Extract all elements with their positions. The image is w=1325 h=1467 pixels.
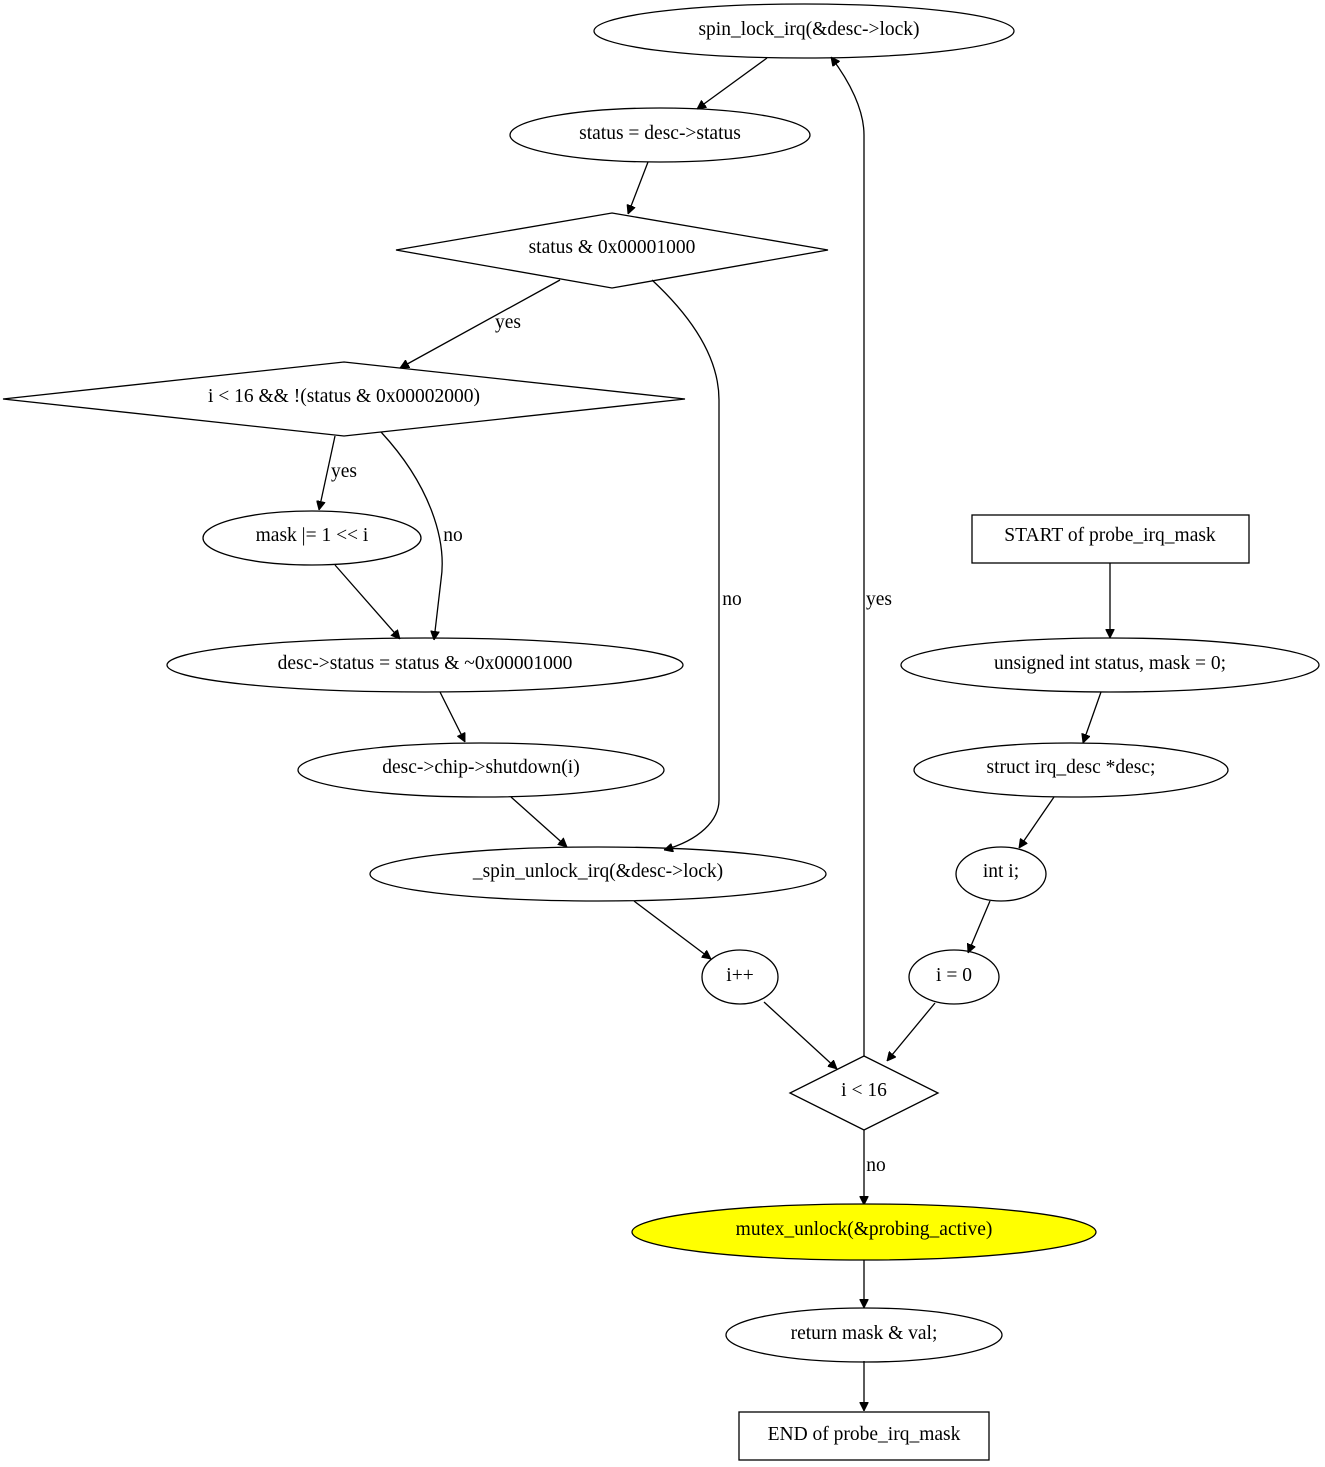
node-loop-cond-label: i < 16 && !(status & 0x00002000) [208, 386, 480, 407]
node-cond-i: i < 16 [788, 1055, 940, 1131]
edge-loopcond-yes [319, 435, 336, 510]
node-spin-lock-label: spin_lock_irq(&desc->lock) [698, 19, 919, 40]
edge-int-to-init [968, 900, 991, 953]
edge-cond-yes [831, 57, 865, 1056]
edge-label-cond-yes: yes [866, 589, 892, 610]
node-decl-i: int i; [955, 846, 1047, 902]
edge-desc-to-int [1019, 796, 1055, 848]
edge-loopcond-no [380, 431, 443, 640]
edge-check-no [651, 279, 720, 850]
node-spin-unlock-label: _spin_unlock_irq(&desc->lock) [472, 861, 723, 882]
edge-spinlock-to-status [697, 57, 768, 109]
node-init-i-label: i = 0 [936, 965, 972, 986]
node-init-i: i = 0 [908, 949, 1000, 1005]
node-end-label: END of probe_irq_mask [768, 1424, 961, 1445]
node-status-clear: desc->status = status & ~0x00001000 [166, 637, 684, 693]
edge-inc-to-cond [763, 1001, 837, 1069]
node-mutex-unlock-label: mutex_unlock(&probing_active) [736, 1219, 993, 1240]
edge-init-to-cond [887, 1002, 936, 1061]
node-shutdown-label: desc->chip->shutdown(i) [382, 757, 579, 778]
edge-label-check-no: no [722, 589, 742, 610]
node-status-assign: status = desc->status [509, 107, 811, 163]
node-mutex-unlock: mutex_unlock(&probing_active) [631, 1203, 1097, 1261]
node-return: return mask & val; [725, 1307, 1003, 1363]
node-mask-or: mask |= 1 << i [202, 510, 422, 566]
node-status-assign-label: status = desc->status [579, 123, 741, 144]
node-end: END of probe_irq_mask [738, 1411, 990, 1461]
node-decl-status: unsigned int status, mask = 0; [900, 637, 1320, 693]
node-cond-i-label: i < 16 [841, 1080, 887, 1101]
edge-label-check-yes: yes [495, 312, 521, 333]
node-mask-or-label: mask |= 1 << i [256, 525, 369, 546]
node-decl-desc: struct irq_desc *desc; [913, 742, 1229, 798]
node-status-check: status & 0x00001000 [395, 212, 829, 289]
node-spin-unlock: _spin_unlock_irq(&desc->lock) [369, 846, 827, 902]
edge-shutdown-to-unlock [510, 796, 567, 847]
node-spin-lock: spin_lock_irq(&desc->lock) [593, 3, 1015, 59]
node-decl-status-label: unsigned int status, mask = 0; [994, 653, 1226, 674]
node-loop-cond: i < 16 && !(status & 0x00002000) [2, 361, 686, 437]
node-return-label: return mask & val; [791, 1323, 938, 1344]
node-decl-i-label: int i; [983, 861, 1019, 882]
edge-unlock-to-inc [633, 900, 711, 959]
edge-clear-to-shutdown [439, 691, 466, 742]
node-start-label: START of probe_irq_mask [1004, 525, 1216, 546]
node-shutdown: desc->chip->shutdown(i) [297, 742, 665, 798]
edge-decl-to-desc [1083, 691, 1102, 743]
edge-mask-to-clear [334, 564, 400, 639]
node-inc-label: i++ [726, 965, 753, 986]
edge-label-loopcond-yes: yes [331, 461, 357, 482]
edge-label-loopcond-no: no [443, 525, 463, 546]
edges [319, 57, 1110, 1411]
node-start: START of probe_irq_mask [971, 514, 1250, 564]
node-decl-desc-label: struct irq_desc *desc; [987, 757, 1156, 778]
edge-status-to-check [628, 161, 649, 214]
edge-label-cond-no: no [866, 1155, 886, 1176]
edge-check-yes [400, 279, 561, 369]
node-status-clear-label: desc->status = status & ~0x00001000 [278, 653, 573, 674]
node-inc: i++ [701, 949, 779, 1005]
edge-labels: yes no yes no yes no [331, 312, 892, 1176]
node-status-check-label: status & 0x00001000 [529, 237, 696, 258]
